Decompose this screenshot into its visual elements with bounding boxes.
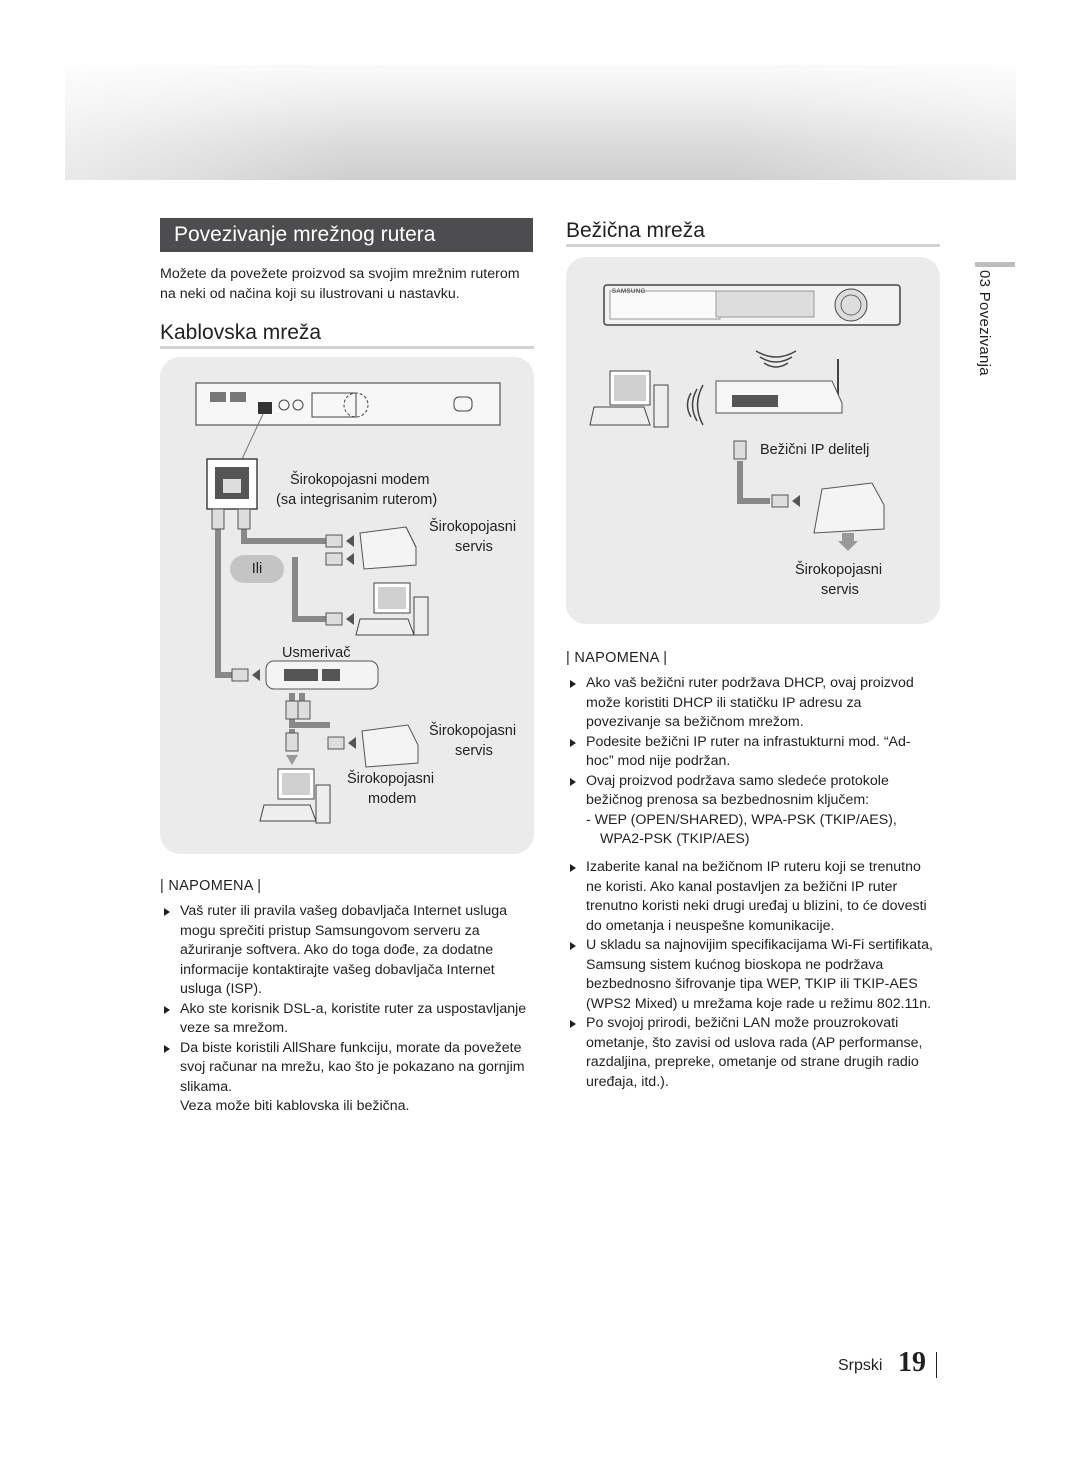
power-socket (453, 396, 473, 412)
left-notes: Vaš ruter ili pravila vašeg dobavljača I… (160, 902, 540, 1117)
hdmi-port (210, 392, 226, 402)
header-banner (65, 65, 1016, 180)
cable-plug (211, 508, 225, 530)
lan-cable (215, 517, 242, 678)
computer-tower (413, 596, 429, 636)
footer-language: Srpski (838, 1357, 883, 1374)
broadband-modem (359, 526, 417, 570)
chapter-label: 03 Povezivanja (976, 270, 993, 376)
service-label: Širokopojasni (429, 723, 517, 739)
ip-label: Bežični IP delitelj (760, 442, 870, 458)
computer-tower (653, 384, 669, 428)
service-label-sub: servis (455, 743, 493, 759)
intro-text: Možete da povežete proizvod sa svojim mr… (160, 265, 540, 304)
service-label-sub: servis (455, 539, 493, 555)
modem-label: Širokopojasni modem (290, 472, 430, 488)
or-badge: Ili (230, 555, 284, 583)
chapter-tab-marker (975, 262, 1015, 267)
wired-title-rule (160, 346, 534, 349)
router-label: Usmerivač (282, 645, 351, 661)
note-item: Ovaj proizvod podržava samo sledeće prot… (566, 772, 946, 811)
wireless-title: Bežična mreža (566, 219, 705, 242)
wired-diagram-panel (160, 357, 534, 854)
note-extra: Veza može biti kablovska ili bežična. (180, 1098, 410, 1114)
keyboard (259, 804, 317, 822)
right-notes: Ako vaš bežični ruter podržava DHCP, ova… (566, 674, 946, 850)
modem2-label-sub: modem (368, 791, 417, 807)
cable-plug (237, 508, 251, 530)
note-header: | NAPOMENA | (566, 650, 668, 666)
wireless-diagram-panel (566, 257, 940, 624)
note-item: Ako vaš bežični ruter podržava DHCP, ova… (566, 674, 946, 733)
section-title: Povezivanje mrežnog rutera (160, 218, 533, 252)
note-item: Da biste koristili AllShare funkciju, mo… (160, 1039, 540, 1098)
computer-tower (315, 784, 331, 824)
hdmi-port (230, 392, 246, 402)
right-notes-2: Izaberite kanal na bežičnom IP ruteru ko… (566, 858, 946, 1092)
note-item: Podesite bežični IP ruter na infrastuktu… (566, 733, 946, 772)
note-item: Ako ste korisnik DSL-a, koristite ruter … (160, 1000, 540, 1039)
broadband-modem (361, 724, 419, 768)
fan (343, 392, 369, 418)
jack (278, 399, 290, 411)
wired-diagram (195, 382, 501, 824)
note-header: | NAPOMENA | (160, 878, 262, 894)
page-number: 19 (898, 1347, 926, 1378)
device-brand: SAMSUNG (612, 289, 646, 295)
wired-title: Kablovska mreža (160, 321, 322, 344)
footer-divider (936, 1352, 937, 1378)
modem2-label: Širokopojasni (347, 771, 435, 787)
wifi-waves (686, 392, 692, 418)
note-item: Vaš ruter ili pravila vašeg dobavljača I… (160, 902, 540, 1000)
intro-line: Možete da povežete proizvod sa svojim mr… (160, 266, 520, 282)
service-label-sub: servis (821, 582, 859, 598)
keyboard (355, 618, 415, 636)
lan-port (258, 402, 272, 414)
wireless-title-rule (566, 244, 940, 247)
service-label: Širokopojasni (795, 562, 883, 578)
keyboard (589, 406, 651, 426)
intro-line: na neki od načina koji su ilustrovani u … (160, 285, 460, 302)
note-item: U skladu sa najnovijim specifikacijama W… (566, 936, 946, 1014)
note-item: Izaberite kanal na bežičnom IP ruteru ko… (566, 858, 946, 936)
volume-knob (834, 288, 868, 322)
jack (292, 399, 304, 411)
broadband-modem (813, 482, 885, 534)
player-rear-panel (195, 382, 501, 426)
lan-cable (292, 557, 330, 622)
modem-label-sub: (sa integrisanim ruterom) (276, 492, 438, 508)
wireless-diagram (589, 284, 901, 551)
service-label: Širokopojasni (429, 519, 517, 535)
lan-cable (241, 517, 330, 544)
speaker-terminals (311, 392, 357, 418)
protocol-list: - WEP (OPEN/SHARED), WPA-PSK (TKIP/AES),… (586, 811, 897, 848)
note-item: Po svojoj prirodi, bežični LAN može prou… (566, 1014, 946, 1092)
